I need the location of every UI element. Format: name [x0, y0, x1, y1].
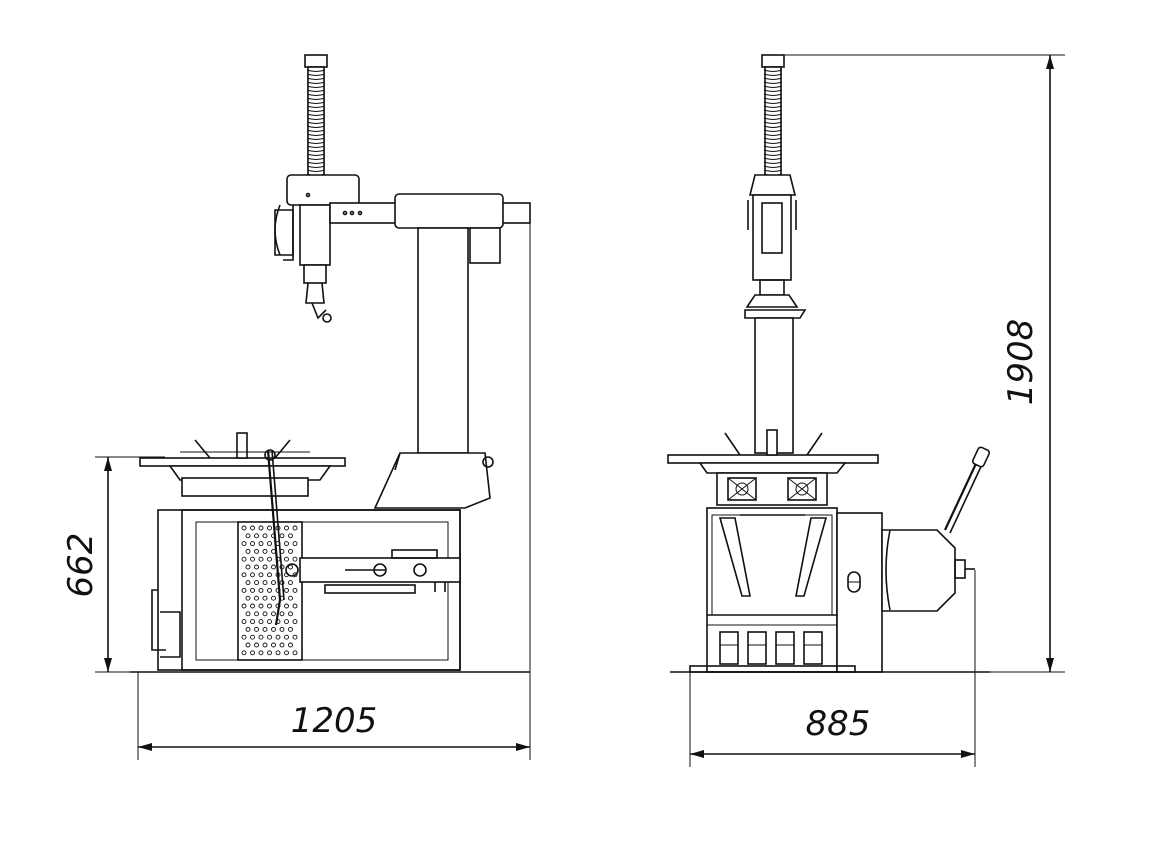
side-horizontal-arm [329, 193, 531, 264]
side-view-dimensions: 662 1205 [61, 212, 531, 760]
dim-width-side: 1205 [291, 701, 378, 741]
front-view-dimensions: 885 1908 [689, 54, 1065, 767]
front-turntable [667, 429, 879, 506]
side-vertical-column [373, 227, 494, 509]
dim-width-front: 885 [806, 704, 871, 744]
side-base-cabinet [151, 449, 461, 671]
front-helix-shaft [761, 54, 785, 178]
side-helix-shaft [304, 54, 328, 178]
dim-height-total: 1908 [1001, 319, 1041, 406]
front-side-housing [881, 446, 991, 612]
front-base-cabinet [689, 507, 883, 673]
front-mount-head [744, 174, 807, 319]
front-view [667, 54, 991, 673]
side-view [130, 54, 531, 673]
side-turntable [139, 432, 346, 497]
side-bead-breaker [285, 549, 461, 594]
side-mount-head [274, 174, 360, 323]
dim-height-base: 662 [61, 533, 101, 598]
